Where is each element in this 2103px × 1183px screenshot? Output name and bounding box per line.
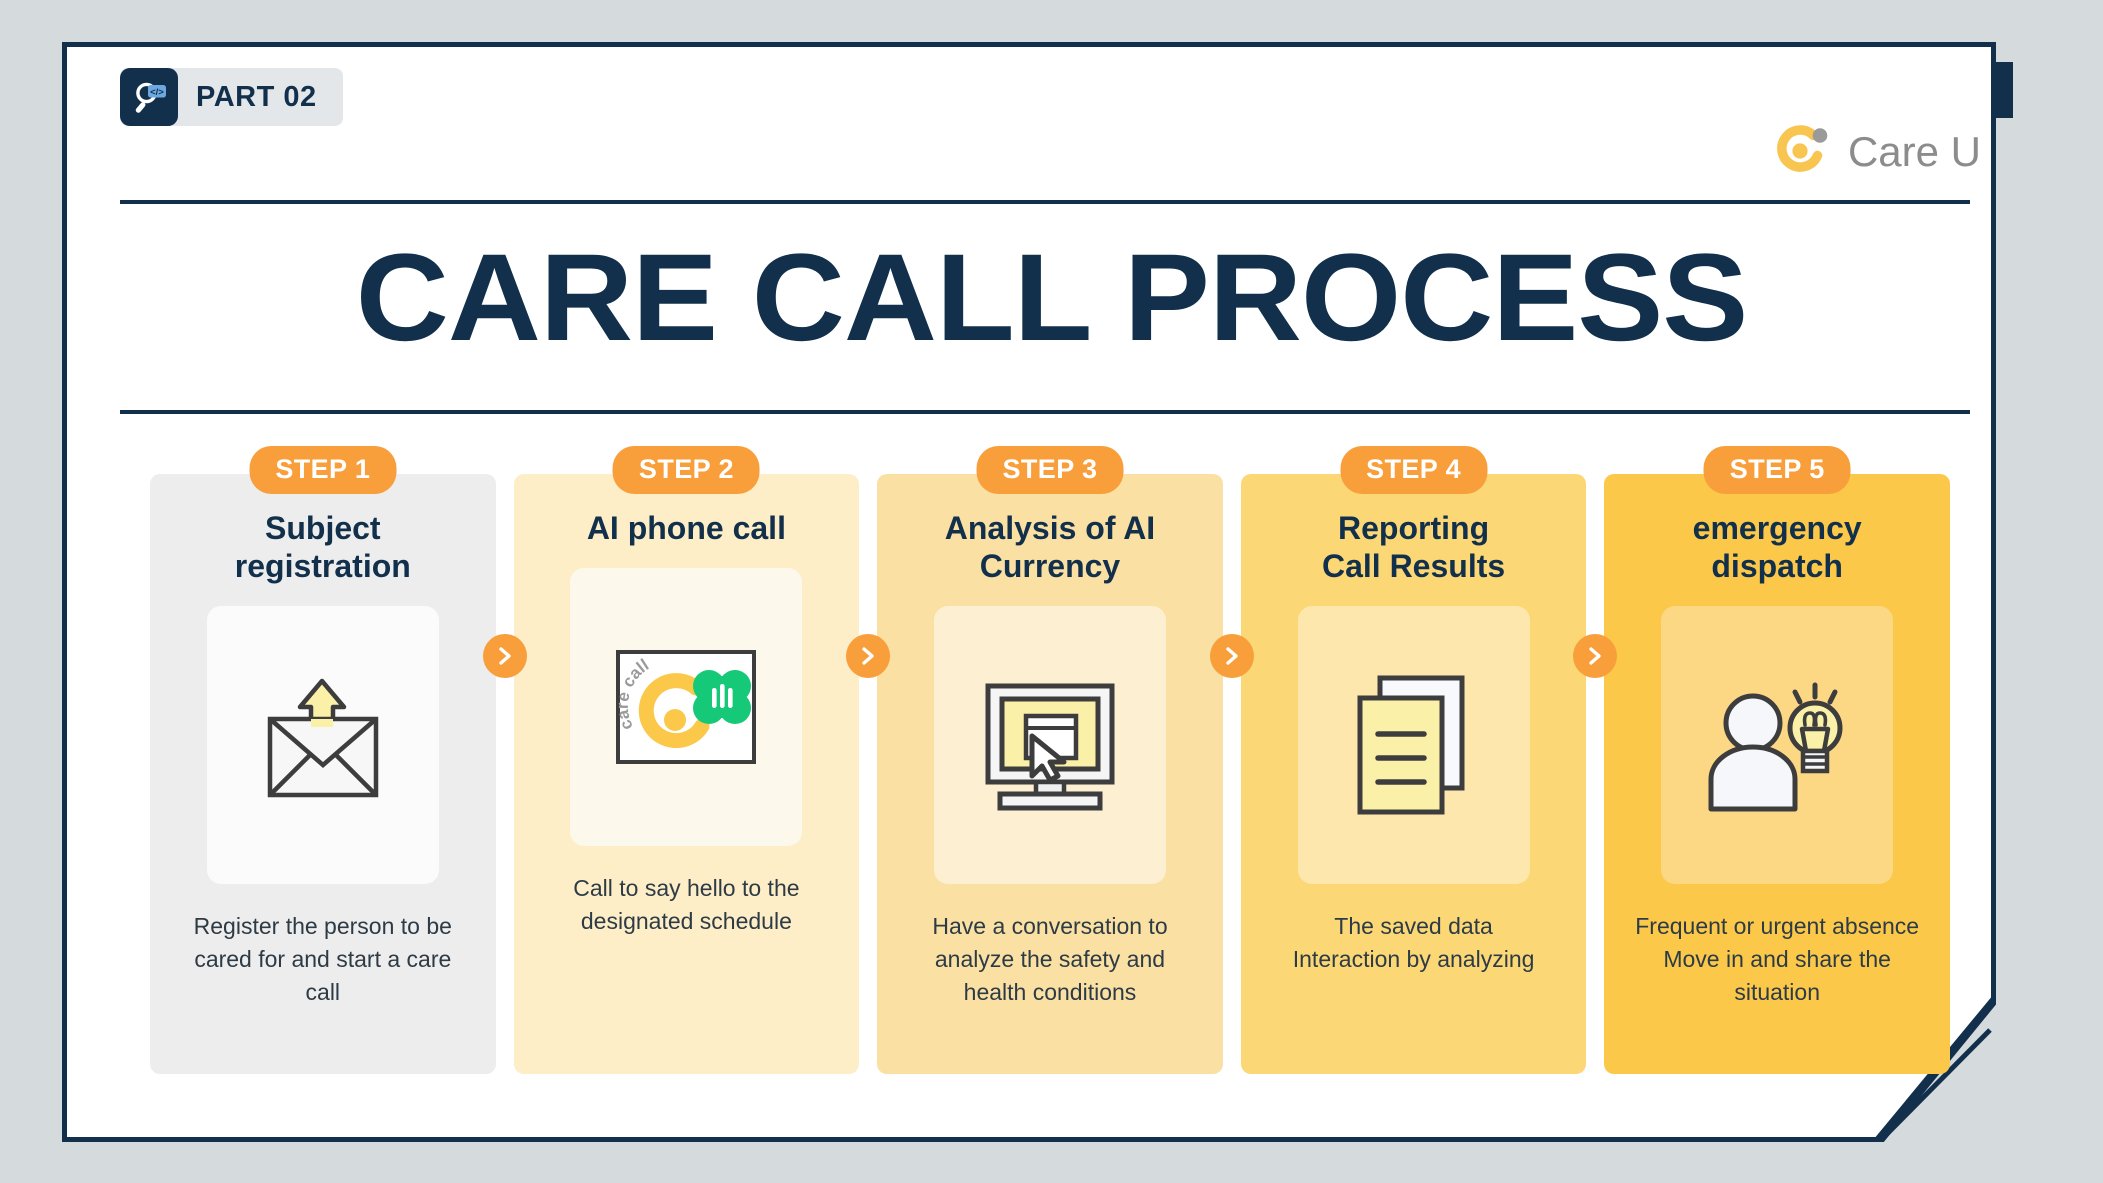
step-title-1: Subject registration (234, 510, 411, 584)
step-title-2: AI phone call (586, 510, 786, 546)
step-caption-4: The saved data Interaction by analyzing (1292, 912, 1535, 972)
monitor-cursor-icon (974, 678, 1126, 812)
step-card-1[interactable]: STEP 1 Subject registration Register the… (150, 446, 496, 1074)
step-card-5[interactable]: STEP 5 emergency dispatch Freq (1604, 446, 1950, 1074)
step-caption-3: Have a conversation to analyze the safet… (932, 912, 1168, 1006)
step-card-2[interactable]: STEP 2 AI phone call care call (513, 446, 860, 1074)
step-badge-5: STEP 5 (1703, 446, 1851, 494)
chevron-right-icon[interactable] (846, 634, 891, 678)
step-title-5: emergency dispatch (1692, 510, 1862, 584)
step-caption-2: Call to say hello to the designated sche… (573, 874, 800, 935)
care-u-logo-icon (1774, 122, 1832, 181)
process-steps: STEP 1 Subject registration Register the… (150, 446, 1950, 1074)
brand-name: Care U (1847, 127, 1981, 175)
brand-logo: Care U (1774, 122, 1981, 181)
chevron-right-icon[interactable] (1573, 634, 1618, 678)
part-label: PART 02 (196, 80, 317, 113)
step-badge-2: STEP 2 (612, 446, 760, 494)
step-icon-panel-3 (933, 605, 1166, 884)
folded-corner (1878, 1000, 1996, 1142)
step-card-4[interactable]: STEP 4 Reporting Call Results The saved … (1240, 446, 1587, 1074)
svg-text:</>: </> (150, 87, 164, 98)
step-icon-panel-2: care call (570, 567, 803, 846)
care-call-app-icon: care call (610, 642, 762, 772)
chevron-right-icon[interactable] (1209, 634, 1254, 678)
step-badge-1: STEP 1 (249, 446, 397, 494)
magnifier-code-icon: </> (120, 68, 178, 126)
step-title-3: Analysis of AI Currency (944, 510, 1156, 584)
page-title: CARE CALL PROCESS (355, 229, 1749, 367)
step-title-4: Reporting Call Results (1321, 510, 1506, 584)
step-icon-panel-4 (1297, 605, 1530, 884)
step-caption-1: Register the person to be cared for and … (193, 912, 452, 1006)
step-badge-4: STEP 4 (1340, 446, 1488, 494)
step-icon-panel-5 (1661, 605, 1894, 884)
envelope-upload-icon (248, 675, 398, 815)
documents-icon (1346, 672, 1482, 818)
step-badge-3: STEP 3 (976, 446, 1124, 494)
divider-bottom (120, 410, 1970, 414)
chevron-right-icon[interactable] (482, 634, 527, 678)
part-badge: </> PART 02 (120, 68, 343, 126)
person-lightbulb-icon (1697, 675, 1857, 815)
step-caption-5: Frequent or urgent absence Move in and s… (1635, 912, 1920, 1006)
step-icon-panel-1 (206, 605, 439, 884)
step-card-3[interactable]: STEP 3 Analysis of AI Currency Have a co… (877, 446, 1223, 1074)
divider-top (120, 200, 1970, 204)
